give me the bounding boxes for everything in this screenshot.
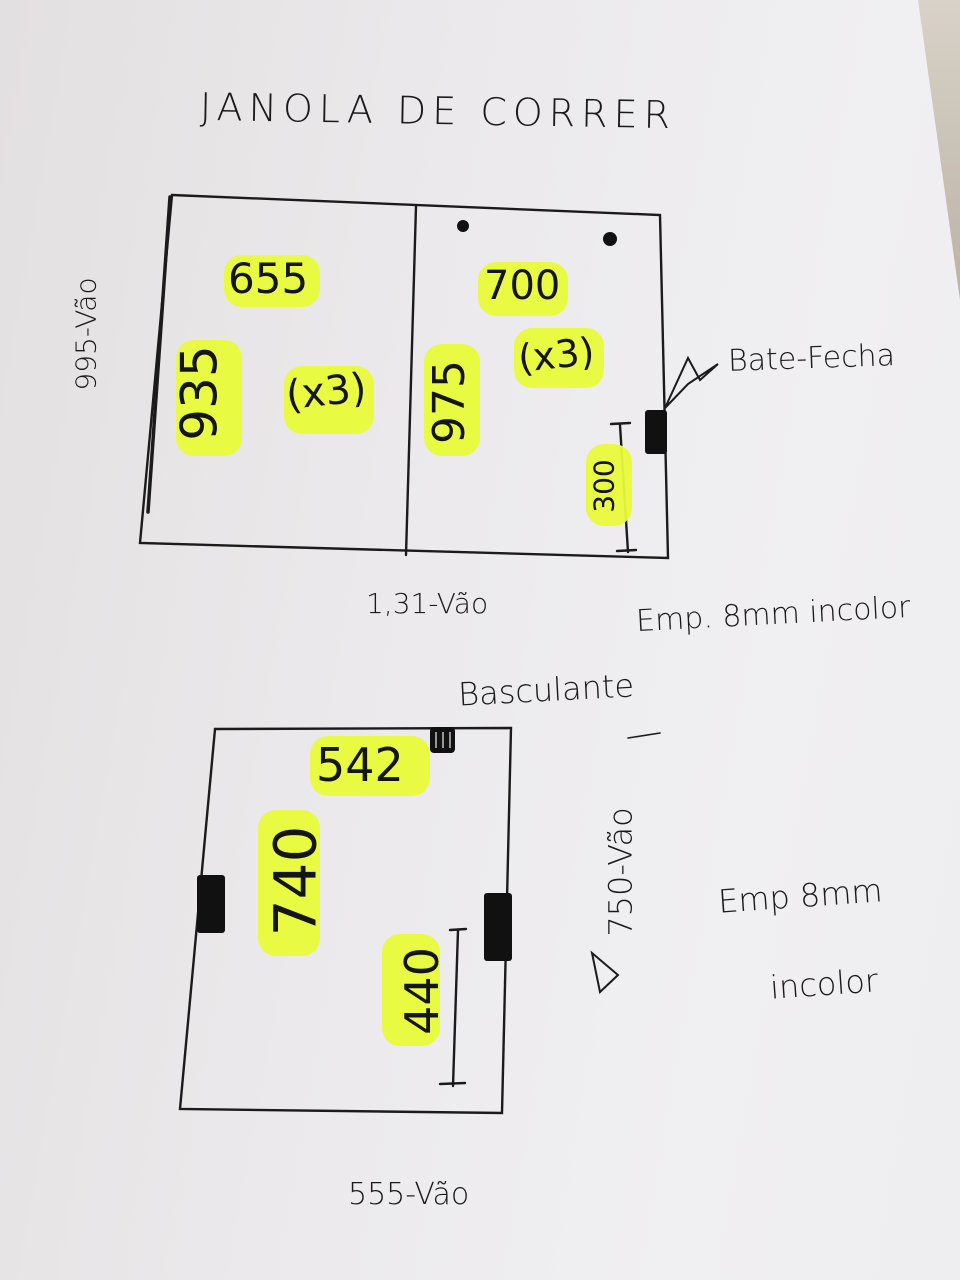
tilt-latch-left xyxy=(197,875,225,933)
tilt-latch-right xyxy=(484,893,512,961)
tilt-height-note: 750-Vão xyxy=(601,807,640,937)
tilt-dimension-line xyxy=(451,928,460,1088)
page-title: JANOLA DE CORRER xyxy=(199,84,677,138)
right-panel-width: 700 xyxy=(484,263,561,309)
latch-dimension-tick-bottom xyxy=(615,548,638,553)
right-panel-qty: (x3) xyxy=(515,329,597,381)
highlight-440 xyxy=(382,934,440,1046)
hinge-dot xyxy=(457,220,469,232)
latch-dimension-tick-top xyxy=(609,421,632,426)
highlight-935 xyxy=(176,340,242,456)
tilt-window-frame xyxy=(178,726,513,1115)
tilt-height-arrow xyxy=(590,950,620,994)
highlight-975 xyxy=(424,344,480,456)
hinge-dot xyxy=(603,232,617,246)
sliding-height-note: 995-Vão xyxy=(69,277,103,391)
tilt-dimension-tick-top xyxy=(448,927,468,932)
highlight-740 xyxy=(258,810,320,956)
latch-block xyxy=(645,410,667,454)
latch-arrow xyxy=(664,355,719,409)
tilt-window-label: Basculante xyxy=(457,666,635,714)
left-panel-width: 655 xyxy=(228,254,309,303)
left-panel-edge xyxy=(146,195,172,514)
tilt-dimension-tick-bottom xyxy=(438,1081,467,1086)
sliding-width-note: 1,31-Vão xyxy=(366,587,489,620)
highlight-655 xyxy=(224,255,320,307)
tilt-width: 542 xyxy=(316,738,404,792)
highlight-x3-left xyxy=(284,366,374,434)
basculante-underline xyxy=(627,732,661,739)
highlight-300 xyxy=(586,444,632,526)
highlight-542 xyxy=(310,736,430,796)
tilt-height: 740 xyxy=(261,825,330,937)
right-panel-latch-height: 300 xyxy=(587,459,621,513)
right-panel-height: 975 xyxy=(423,360,475,444)
latch-label: Bate-Fecha xyxy=(727,338,896,379)
sliding-window-frame xyxy=(138,193,670,560)
tilt-latch-height: 440 xyxy=(394,947,449,1035)
left-panel-qty: (x3) xyxy=(283,364,369,420)
left-panel-height: 935 xyxy=(170,345,229,441)
tilt-width-note: 555-Vão xyxy=(348,1177,470,1212)
highlight-700 xyxy=(478,262,568,316)
sliding-window-divider xyxy=(404,204,418,557)
highlight-x3-right xyxy=(514,328,604,388)
tilt-glass-note-line2: incolor xyxy=(768,961,880,1007)
